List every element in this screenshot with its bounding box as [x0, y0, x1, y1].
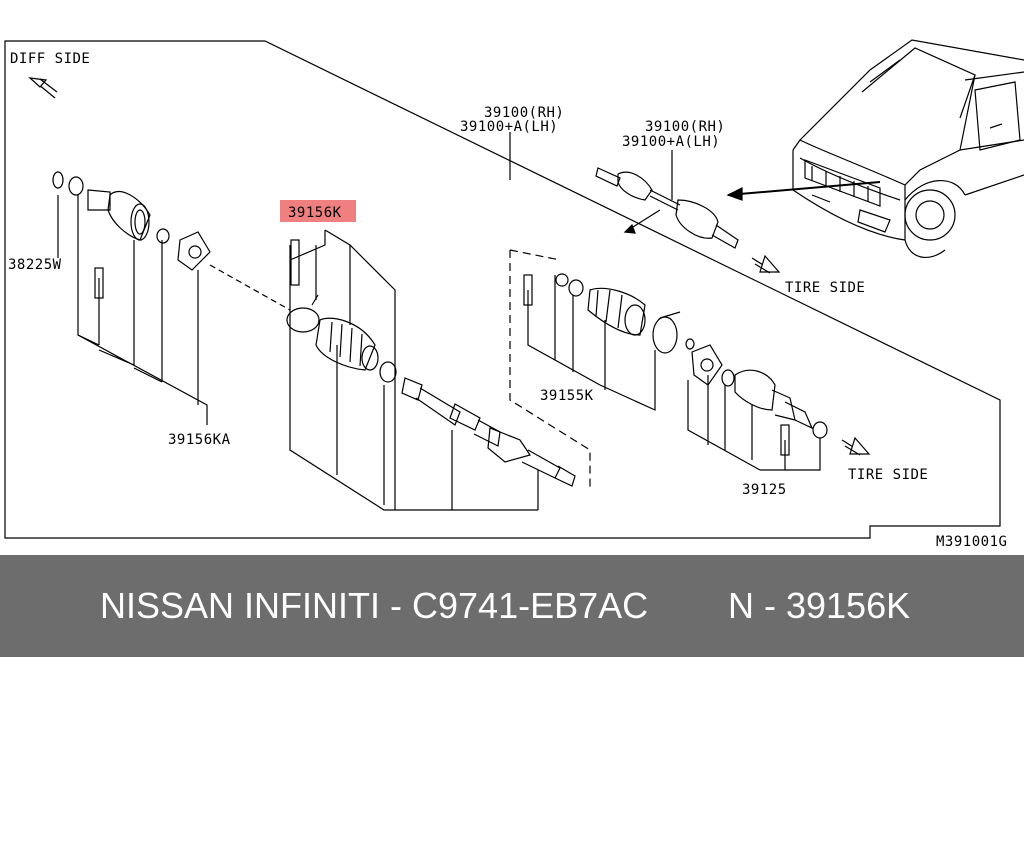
part-39155k-label[interactable]: 39155K — [540, 388, 594, 404]
diagram-canvas: DIFF SIDE 39100(RH) 39100+A(LH) 39100(RH… — [4, 39, 1024, 550]
snap-ring-part — [52, 171, 64, 189]
assy-label-main-lh: 39100+A(LH) — [460, 119, 558, 135]
boot-clip-part — [379, 361, 397, 383]
grease-tube-part-3 — [523, 274, 533, 306]
assembled-shaft-small — [595, 167, 739, 249]
part-38225w-label[interactable]: 38225W — [8, 257, 62, 273]
part-info-banner: NISSAN INFINITI - C9741-EB7AC N - 39156K — [0, 555, 1024, 657]
footer-part-ref: N - 39156K — [728, 585, 911, 626]
band-right-part — [652, 311, 681, 354]
washer-part — [68, 176, 84, 196]
diff-side-label: DIFF SIDE — [10, 51, 90, 67]
footer-title: NISSAN INFINITI - C9741-EB7AC — [100, 585, 649, 626]
assy-label-small-rh: 39100(RH) — [645, 119, 725, 135]
vehicle-illustration — [792, 39, 1024, 258]
boot-part — [315, 317, 379, 371]
bearing-part — [177, 231, 211, 271]
assy-label-small-lh: 39100+A(LH) — [622, 134, 720, 150]
clip-part — [156, 228, 170, 244]
snap-ring-right-2 — [812, 421, 828, 439]
tire-side-arrow-lower — [841, 436, 871, 456]
boot-band-part — [286, 294, 320, 333]
drive-shaft-part — [401, 377, 576, 487]
inner-joint-part — [691, 344, 723, 386]
grease-tube-part-4 — [780, 424, 790, 456]
diff-side-arrow — [28, 77, 58, 99]
tire-side-label-upper: TIRE SIDE — [785, 280, 865, 296]
grease-tube-part-2 — [290, 239, 300, 286]
boot-right-part — [587, 287, 646, 336]
washer-right-part — [721, 369, 735, 387]
snap-ring-right — [555, 273, 569, 287]
parts-diagram: DIFF SIDE 39100(RH) 39100+A(LH) 39100(RH… — [4, 39, 1024, 550]
highlight-39156k — [280, 200, 356, 222]
tire-side-label-lower: TIRE SIDE — [848, 467, 928, 483]
clip-right — [568, 279, 584, 297]
outer-housing-part — [734, 369, 814, 430]
figure-code-label: M391001G — [936, 534, 1007, 550]
part-39125-label[interactable]: 39125 — [742, 482, 787, 498]
grease-tube-part — [94, 267, 104, 299]
small-clip-part — [685, 338, 695, 350]
assy-label-main-rh: 39100(RH) — [484, 105, 564, 121]
part-39156ka-label[interactable]: 39156KA — [168, 432, 231, 448]
part-39156k-label[interactable]: 39156K — [288, 205, 342, 221]
diagram-frame — [4, 40, 1001, 539]
tire-side-arrow-upper — [751, 254, 781, 274]
outer-joint-part — [87, 189, 151, 241]
